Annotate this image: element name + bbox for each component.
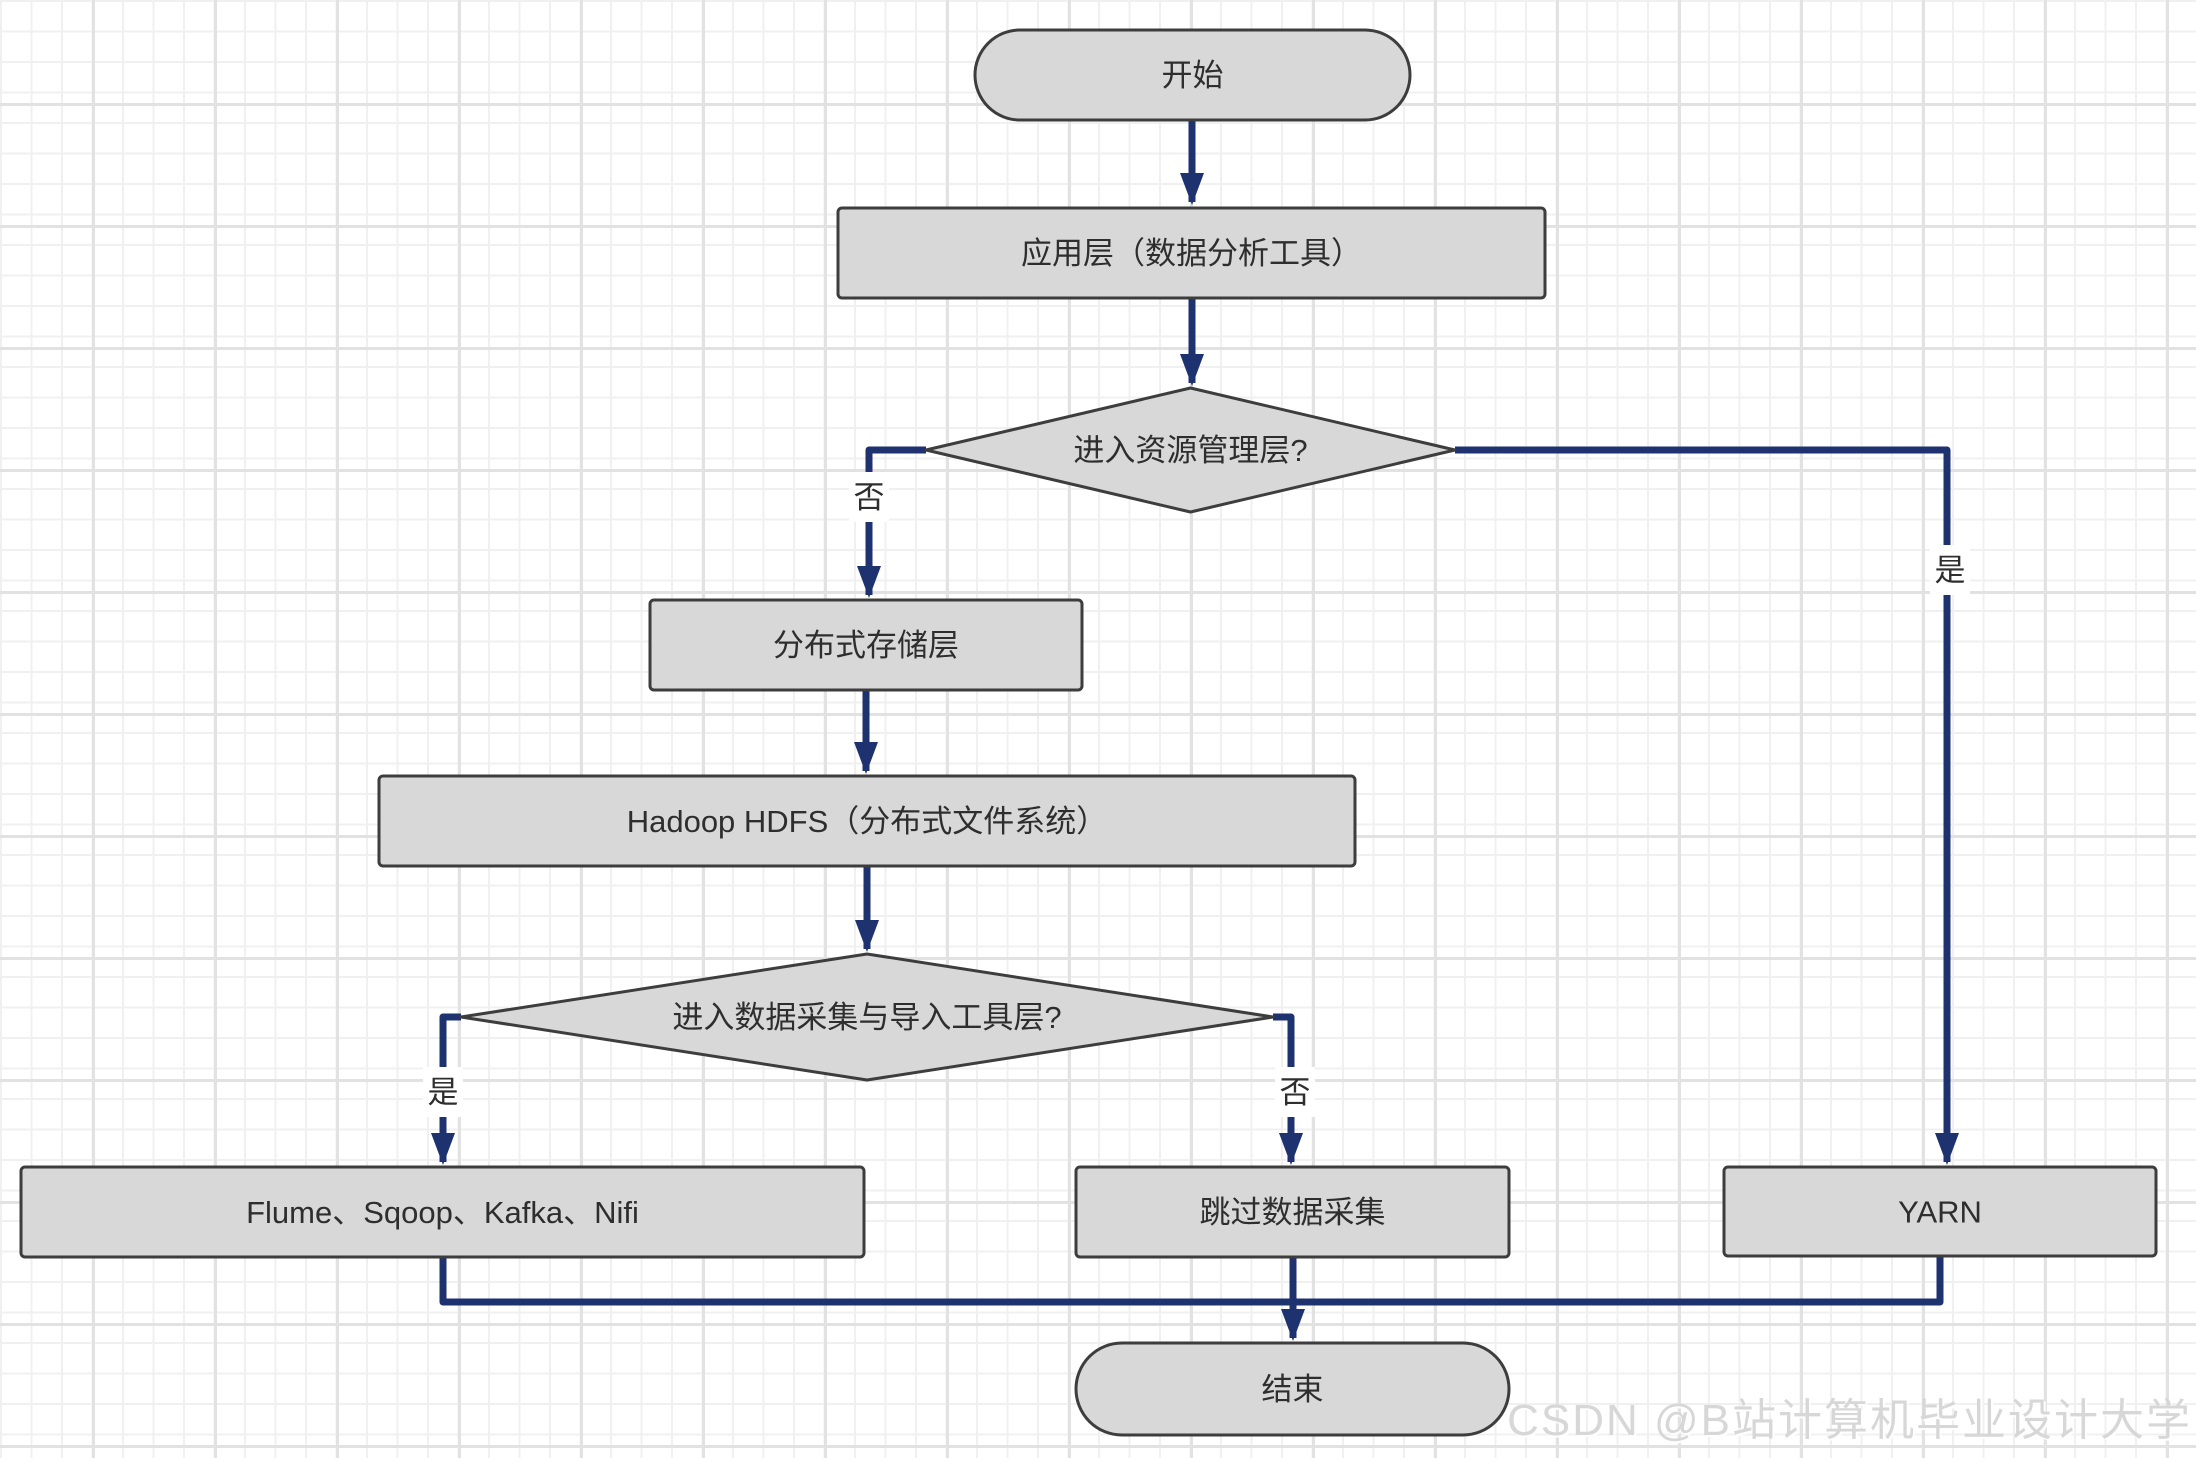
edge-label-text: 否 <box>854 480 885 515</box>
edge-label-decision1-no-storage: 否 <box>849 472 889 522</box>
edge-label-text: 是 <box>1935 553 1966 588</box>
node-start: 开始 <box>973 28 1412 122</box>
node-decision-ingest: 进入数据采集与导入工具层? <box>459 952 1275 1082</box>
node-label: 进入数据采集与导入工具层? <box>672 1000 1061 1035</box>
node-app-layer: 应用层（数据分析工具） <box>836 206 1547 300</box>
process-shape <box>19 1165 866 1259</box>
edge-label-bg <box>849 472 889 522</box>
process-shape <box>648 598 1084 692</box>
edge-label-decision1-yes-yarn: 是 <box>1930 545 1970 595</box>
edge-label-bg <box>1275 1067 1315 1117</box>
node-label: 结束 <box>1262 1372 1324 1407</box>
edge-flume-to-merge <box>439 1257 1290 1306</box>
watermark: CSDN @B站计算机毕业设计大学 <box>1507 1396 2192 1445</box>
diamond-shape <box>459 952 1275 1082</box>
node-label: Flume、Sqoop、Kafka、Nifi <box>246 1195 639 1230</box>
edge-decision1-yes-yarn <box>1455 446 1959 1165</box>
node-storage-layer: 分布式存储层 <box>648 598 1084 692</box>
node-label: 跳过数据采集 <box>1200 1195 1386 1230</box>
node-hdfs: Hadoop HDFS（分布式文件系统） <box>377 774 1357 868</box>
edge-label-text: 否 <box>1280 1075 1311 1110</box>
edge-label-bg <box>423 1067 463 1117</box>
process-shape <box>836 206 1547 300</box>
terminal-shape <box>1074 1341 1511 1437</box>
edge-line <box>1455 446 1959 1165</box>
node-label: Hadoop HDFS（分布式文件系统） <box>627 804 1108 839</box>
process-shape <box>377 774 1357 868</box>
edge-label-bg <box>1930 545 1970 595</box>
terminal-shape <box>973 28 1412 122</box>
node-decision-resource: 进入资源管理层? <box>924 386 1457 514</box>
edge-label-decision2-yes-flume: 是 <box>423 1067 463 1117</box>
node-label: YARN <box>1898 1195 1982 1230</box>
edge-line <box>857 446 926 598</box>
diamond-shape <box>924 386 1457 514</box>
edge-decision1-no-storage <box>857 446 926 598</box>
node-end: 结束 <box>1074 1341 1511 1437</box>
node-flume: Flume、Sqoop、Kafka、Nifi <box>19 1165 866 1259</box>
process-shape <box>1074 1165 1511 1259</box>
edge-label-text: 是 <box>428 1075 459 1110</box>
node-yarn: YARN <box>1722 1165 2158 1258</box>
node-label: 开始 <box>1162 58 1224 93</box>
edge-line <box>439 1257 1290 1306</box>
edge-yarn-to-merge <box>1296 1256 1944 1306</box>
edge-line <box>1296 1256 1944 1306</box>
node-skip-collect: 跳过数据采集 <box>1074 1165 1511 1259</box>
node-label: 应用层（数据分析工具） <box>1021 236 1362 271</box>
node-label: 分布式存储层 <box>773 628 959 663</box>
edge-label-decision2-no-skip: 否 <box>1275 1067 1315 1117</box>
node-label: 进入资源管理层? <box>1073 433 1307 468</box>
process-shape <box>1722 1165 2158 1258</box>
